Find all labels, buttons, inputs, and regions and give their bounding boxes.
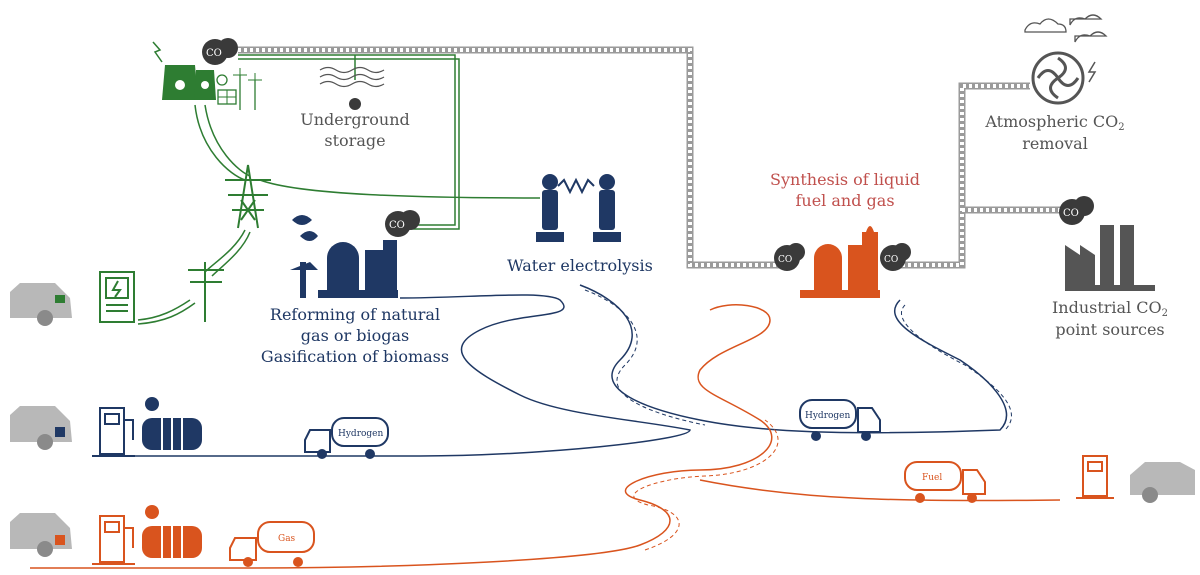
power-plant-icon: [152, 41, 262, 110]
atmospheric-removal-label: Atmospheric CO2 removal: [985, 112, 1125, 153]
co2-text-reforming: CO: [389, 220, 405, 231]
fuel-truck: Fuel: [904, 461, 986, 503]
charging-station-icon: [99, 271, 135, 323]
fuel-road: [633, 419, 779, 551]
fuel-lines: [30, 304, 1061, 569]
transmission-tower-icon: [225, 164, 271, 229]
car-fuel: [1130, 462, 1195, 503]
reforming-label: Reforming of natural gas or biogas Gasif…: [260, 305, 450, 366]
fuel-truck-label: Fuel: [922, 473, 942, 483]
car-electric: [10, 283, 72, 326]
underground-storage-label: Underground storage: [300, 110, 410, 150]
utility-pole-icon: [188, 262, 224, 322]
co2-text-powerplant: CO: [206, 48, 222, 59]
hydrogen-truck-1-label: Hydrogen: [338, 429, 384, 439]
water-electrolysis-icon: [536, 174, 621, 242]
co2-pipeline: [238, 46, 1060, 269]
hydrogen-tank-icon: [142, 397, 202, 450]
water-electrolysis-label: Water electrolysis: [507, 256, 653, 275]
industrial-plant-icon: [1065, 225, 1155, 291]
gas-tank-icon: [142, 505, 202, 558]
hydrogen-truck-2: Hydrogen: [799, 399, 881, 441]
car-gas: [10, 513, 72, 557]
hydrogen-pump-icon: [92, 407, 135, 457]
gas-pump-icon: [92, 515, 135, 565]
hydrogen-lines: [100, 284, 1008, 457]
synthesis-plant-icon: [800, 226, 880, 298]
hydrogen-road: [584, 289, 1012, 431]
reforming-plant-icon: [290, 215, 398, 298]
gas-truck: Gas: [229, 521, 315, 567]
co2-badge-synthesis-left: [774, 243, 805, 271]
co2-badge-industrial: [1059, 196, 1094, 225]
car-hydrogen: [10, 406, 72, 450]
power-grid-lines: [137, 54, 541, 325]
hydrogen-truck-2-label: Hydrogen: [805, 411, 851, 421]
co2-badge-powerplant: [202, 38, 238, 65]
co2-badge-reforming: [385, 210, 420, 237]
co2-text-synthesis-right: CO: [884, 255, 898, 265]
co2-badge-synthesis-right: [880, 243, 911, 271]
gas-truck-label: Gas: [278, 534, 296, 544]
industrial-label: Industrial CO2 point sources: [1051, 298, 1169, 339]
fuel-pump-icon: [1076, 455, 1114, 499]
co2-text-synthesis-left: CO: [778, 255, 792, 265]
hydrogen-truck-1: Hydrogen: [304, 417, 389, 459]
co2-text-industrial: CO: [1063, 208, 1079, 219]
atmospheric-removal-icon: [1024, 14, 1108, 105]
underground-storage-icon: [319, 66, 385, 110]
synthesis-label: Synthesis of liquid fuel and gas: [770, 170, 920, 210]
